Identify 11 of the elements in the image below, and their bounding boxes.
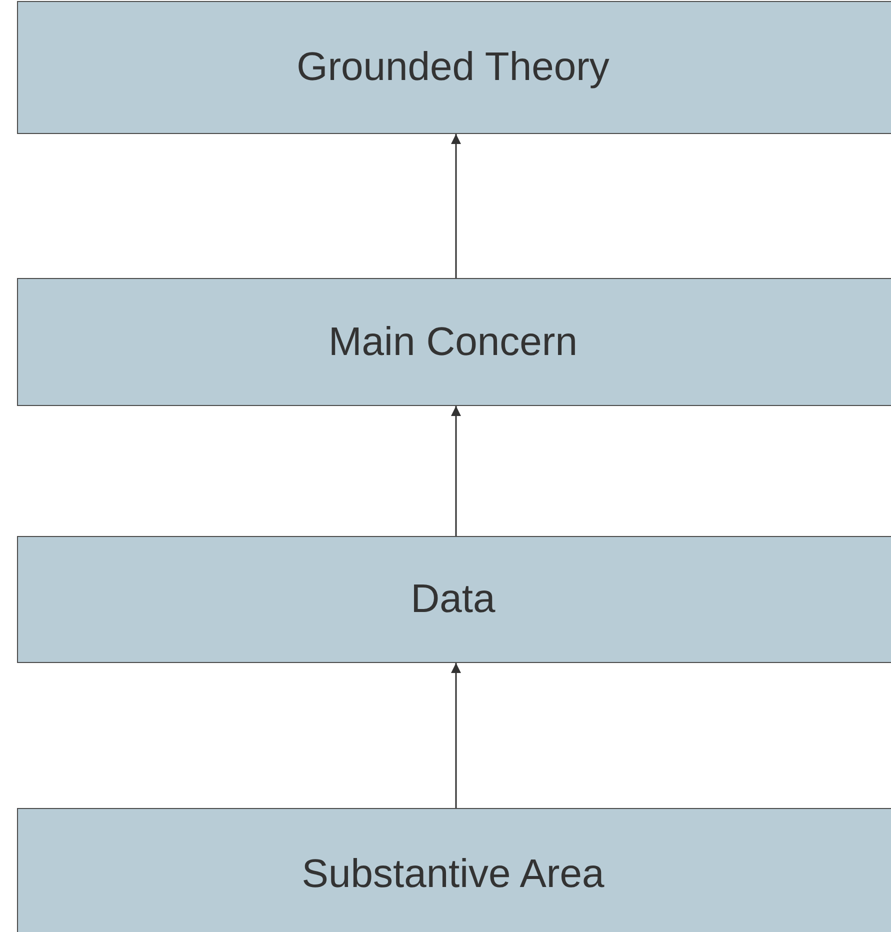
arrow bbox=[451, 406, 461, 536]
box-label: Substantive Area bbox=[302, 852, 604, 896]
process-box bbox=[17, 278, 891, 406]
process-box bbox=[17, 536, 891, 663]
box-label: Data bbox=[410, 577, 496, 622]
process-box bbox=[17, 808, 891, 932]
arrow bbox=[451, 134, 461, 278]
arrow bbox=[451, 663, 461, 808]
box-label: Grounded Theory bbox=[296, 45, 610, 90]
process-box bbox=[17, 1, 891, 134]
box-label: Main Concern bbox=[328, 320, 578, 364]
